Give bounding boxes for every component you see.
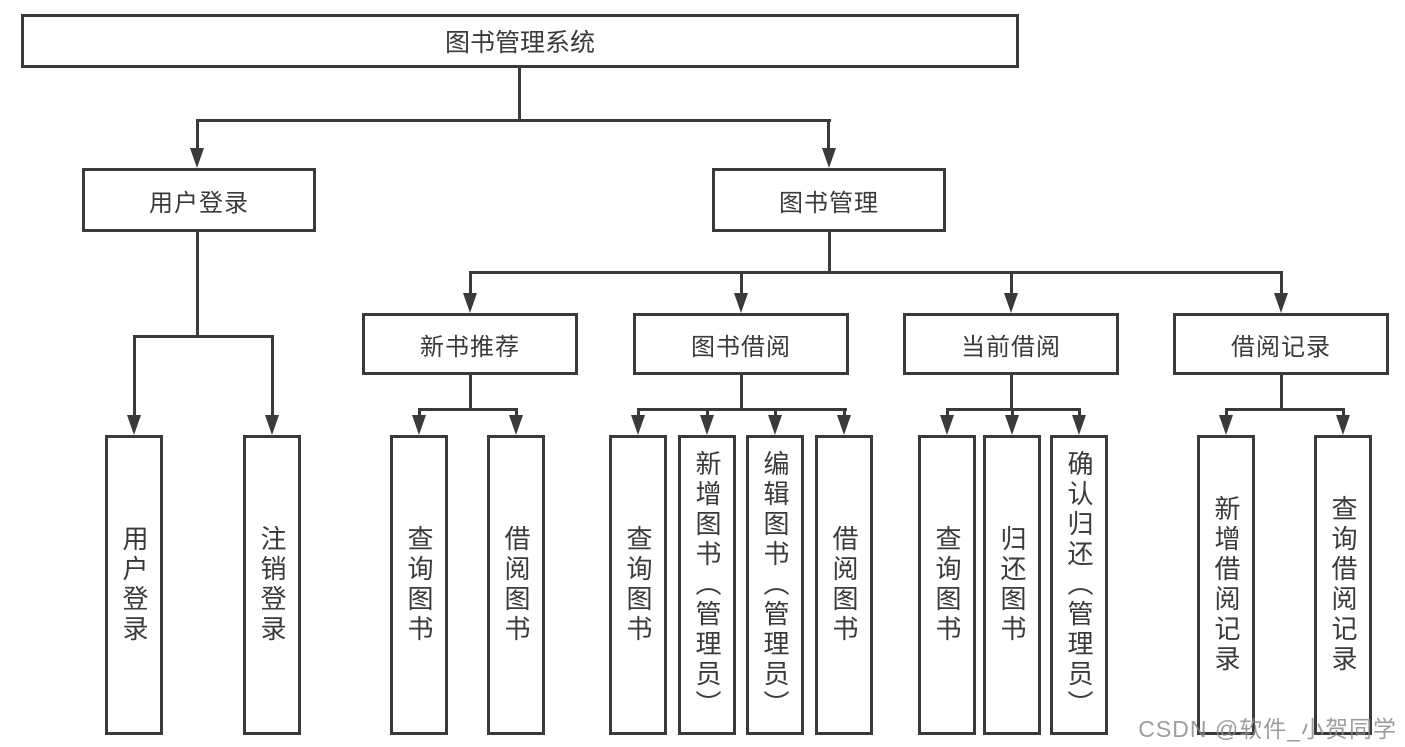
node-label: 注销登录 xyxy=(257,525,287,645)
connector-vline xyxy=(1280,271,1283,297)
connector-vline xyxy=(1010,375,1013,411)
node-label: 查询图书 xyxy=(932,525,962,645)
connector-vline xyxy=(774,408,777,420)
connector-vline xyxy=(1010,271,1013,297)
node-book-borrowing: 图书借阅 xyxy=(633,313,849,375)
node-current-borrowing: 当前借阅 xyxy=(903,313,1119,375)
node-label: 新增借阅记录 xyxy=(1211,495,1241,675)
connector-vline xyxy=(418,408,421,420)
connector-vline xyxy=(946,408,949,420)
node-label: 查询图书 xyxy=(623,525,653,645)
arrowhead-down-icon xyxy=(412,415,426,435)
node-label: 编辑图书（管理员） xyxy=(760,450,790,720)
arrowhead-down-icon xyxy=(1004,293,1018,313)
node-leaf-confirm-return-admin: 确认归还（管理员） xyxy=(1050,435,1108,735)
connector-vline xyxy=(706,408,709,420)
node-leaf-borrow-books: 借阅图书 xyxy=(815,435,873,735)
connector-hline xyxy=(469,271,1283,274)
arrowhead-down-icon xyxy=(509,415,523,435)
connector-vline xyxy=(1011,408,1014,420)
connector-vline xyxy=(828,232,831,274)
node-label: 确认归还（管理员） xyxy=(1064,450,1094,720)
node-leaf-query-books-rec: 查询图书 xyxy=(390,435,448,735)
arrowhead-down-icon xyxy=(631,415,645,435)
arrowhead-down-icon xyxy=(1219,415,1233,435)
node-leaf-logout: 注销登录 xyxy=(243,435,301,735)
connector-vline xyxy=(637,408,640,420)
connector-vline xyxy=(518,68,521,120)
watermark: CSDN @软件_小贺同学 xyxy=(1138,716,1397,742)
node-label: 图书管理 xyxy=(779,189,879,217)
arrowhead-down-icon xyxy=(1274,293,1288,313)
connector-hline xyxy=(133,335,274,338)
connector-vline xyxy=(1280,375,1283,411)
arrowhead-down-icon xyxy=(734,293,748,313)
connector-vline xyxy=(469,271,472,297)
connector-vline xyxy=(843,408,846,420)
arrowhead-down-icon xyxy=(1005,415,1019,435)
node-library-management-system: 图书管理系统 xyxy=(21,14,1019,68)
node-leaf-add-borrow-record: 新增借阅记录 xyxy=(1197,435,1255,735)
arrowhead-down-icon xyxy=(822,148,836,168)
arrowhead-down-icon xyxy=(768,415,782,435)
node-label: 图书管理系统 xyxy=(444,29,595,57)
arrowhead-down-icon xyxy=(463,293,477,313)
connector-vline xyxy=(469,375,472,411)
connector-hline xyxy=(1225,408,1345,411)
node-label: 用户登录 xyxy=(149,189,249,217)
arrowhead-down-icon xyxy=(1072,415,1086,435)
node-label: 新书推荐 xyxy=(420,333,520,361)
node-leaf-return-books: 归还图书 xyxy=(983,435,1041,735)
node-leaf-query-borrow-record: 查询借阅记录 xyxy=(1314,435,1372,735)
node-label: 借阅图书 xyxy=(501,525,531,645)
node-label: 借阅记录 xyxy=(1231,333,1331,361)
connector-vline xyxy=(196,119,199,152)
arrowhead-down-icon xyxy=(127,415,141,435)
connector-vline xyxy=(1342,408,1345,420)
connector-vline xyxy=(271,335,274,419)
connector-hline xyxy=(637,408,847,411)
connector-hline xyxy=(196,119,831,122)
node-leaf-add-books-admin: 新增图书（管理员） xyxy=(678,435,736,735)
node-label: 新增图书（管理员） xyxy=(692,450,722,720)
node-user-login: 用户登录 xyxy=(82,168,316,232)
node-label: 图书借阅 xyxy=(691,333,791,361)
node-leaf-borrow-books-rec: 借阅图书 xyxy=(487,435,545,735)
arrowhead-down-icon xyxy=(837,415,851,435)
node-leaf-edit-books-admin: 编辑图书（管理员） xyxy=(746,435,804,735)
connector-vline xyxy=(740,375,743,411)
connector-vline xyxy=(196,232,199,338)
arrowhead-down-icon xyxy=(190,148,204,168)
connector-vline xyxy=(133,335,136,419)
node-label: 用户登录 xyxy=(119,525,149,645)
connector-hline xyxy=(418,408,518,411)
arrowhead-down-icon xyxy=(700,415,714,435)
arrowhead-down-icon xyxy=(940,415,954,435)
node-label: 查询借阅记录 xyxy=(1328,495,1358,675)
connector-vline xyxy=(515,408,518,420)
node-label: 借阅图书 xyxy=(829,525,859,645)
node-new-book-recommendation: 新书推荐 xyxy=(362,313,578,375)
arrowhead-down-icon xyxy=(1336,415,1350,435)
connector-vline xyxy=(827,119,830,152)
connector-vline xyxy=(1078,408,1081,420)
arrowhead-down-icon xyxy=(265,415,279,435)
node-label: 查询图书 xyxy=(404,525,434,645)
connector-vline xyxy=(740,271,743,297)
connector-vline xyxy=(1225,408,1228,420)
node-book-management: 图书管理 xyxy=(712,168,946,232)
node-label: 归还图书 xyxy=(997,525,1027,645)
node-leaf-query-books-current: 查询图书 xyxy=(918,435,976,735)
node-leaf-query-books-borrow: 查询图书 xyxy=(609,435,667,735)
node-borrowing-records: 借阅记录 xyxy=(1173,313,1389,375)
node-leaf-user-login: 用户登录 xyxy=(105,435,163,735)
node-label: 当前借阅 xyxy=(961,333,1061,361)
